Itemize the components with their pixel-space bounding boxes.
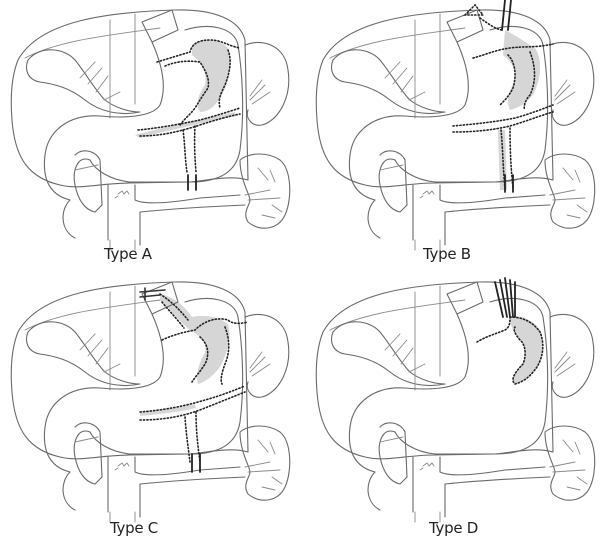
anatomy-diagram-d (315, 277, 596, 523)
anatomy-diagram-b (315, 0, 596, 251)
drainage-tube-icon (501, 0, 512, 31)
tube-bundle-icon (494, 277, 516, 318)
anatomy-diagram-c (10, 281, 291, 523)
panel-type-c: Type C (0, 272, 304, 544)
panel-type-a: Type A (0, 0, 304, 272)
anatomy-diagram-a (10, 9, 291, 251)
panel-label-a: Type A (104, 245, 152, 263)
panel-label-d: Type D (429, 519, 478, 537)
panel-type-d: Type D (305, 272, 609, 544)
panel-type-b: Type B (305, 0, 609, 272)
panel-label-b: Type B (423, 245, 471, 263)
panel-label-c: Type C (110, 519, 158, 537)
clip-icon (139, 287, 166, 301)
